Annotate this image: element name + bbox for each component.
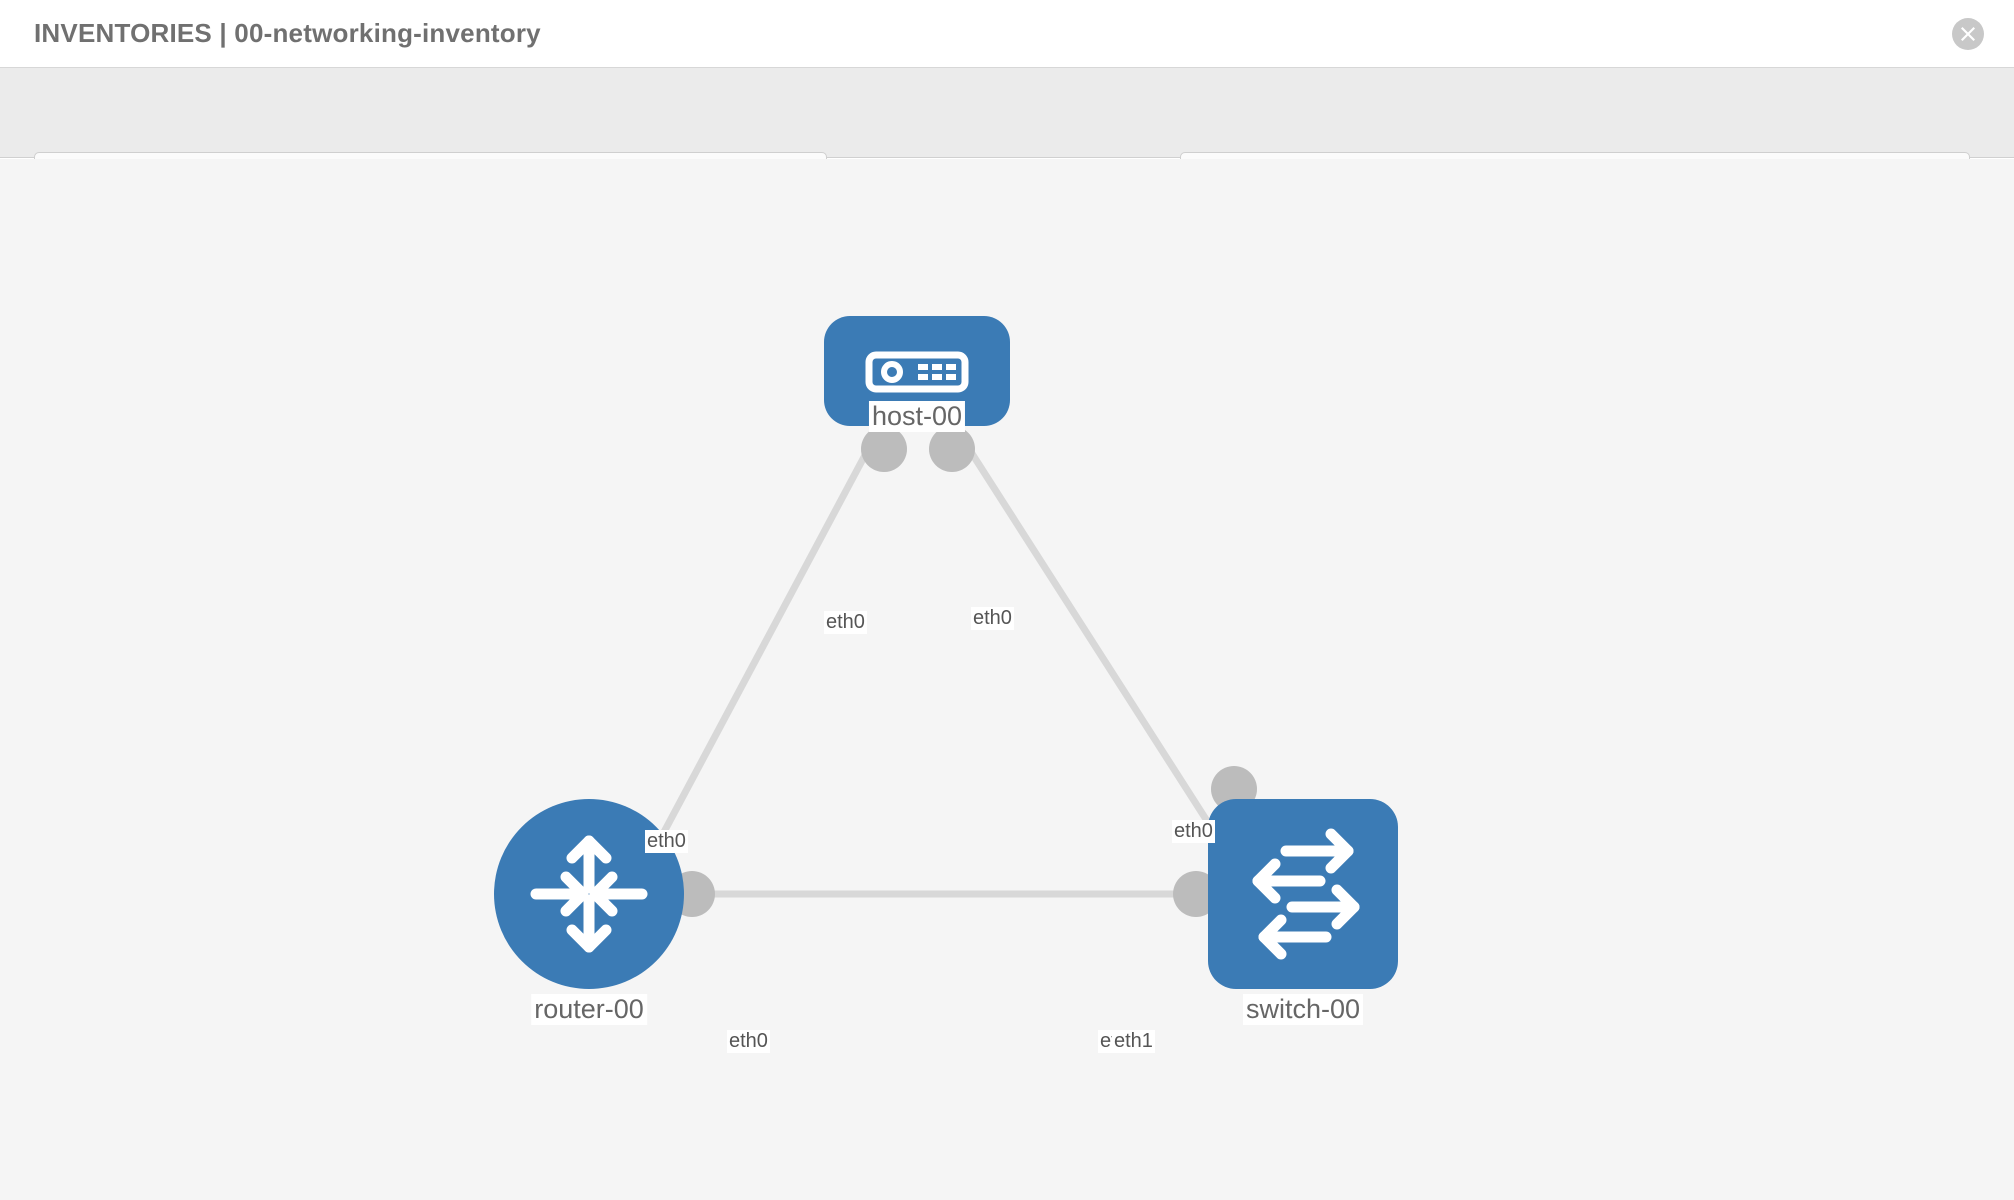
page-header: INVENTORIES | 00-networking-inventory [0, 0, 2014, 68]
iface-label-host00-eth0-left: eth0 [824, 611, 867, 634]
node-router-00 [494, 799, 684, 989]
connector-host00-eth0-left [861, 426, 907, 472]
iface-label-host00-eth0-right: eth0 [971, 607, 1014, 630]
topology-graph [494, 316, 1398, 989]
server-rack-icon [865, 351, 969, 393]
edge-host00-router00 [636, 425, 884, 879]
close-icon[interactable] [1952, 18, 1984, 50]
node-host-00 [824, 316, 1010, 426]
iface-label-router00-eth0-up: eth0 [645, 830, 688, 853]
topology-canvas[interactable]: host-00 router-00 switch-00 eth0 eth0 et… [0, 159, 2014, 1200]
router-arrows-icon [530, 835, 648, 953]
iface-label-router00-eth0-right: eth0 [727, 1030, 770, 1053]
connector-host00-eth0-right [929, 426, 975, 472]
connector-switch00-eth1 [1173, 871, 1219, 917]
toolbar: ACTIONS SEARCH [0, 68, 2014, 202]
node-label-host-00: host-00 [868, 401, 966, 432]
page-title: INVENTORIES | 00-networking-inventory [34, 18, 541, 48]
node-label-switch-00: switch-00 [1242, 994, 1364, 1025]
switch-arrows-icon [1252, 828, 1360, 960]
edge-host00-switch00 [952, 425, 1228, 851]
node-label-router-00: router-00 [531, 994, 647, 1025]
node-switch-00 [1208, 799, 1398, 989]
iface-label-switch00-eth0: eth0 [1172, 820, 1215, 843]
iface-label-switch00-eth1: eth1 [1112, 1030, 1155, 1053]
